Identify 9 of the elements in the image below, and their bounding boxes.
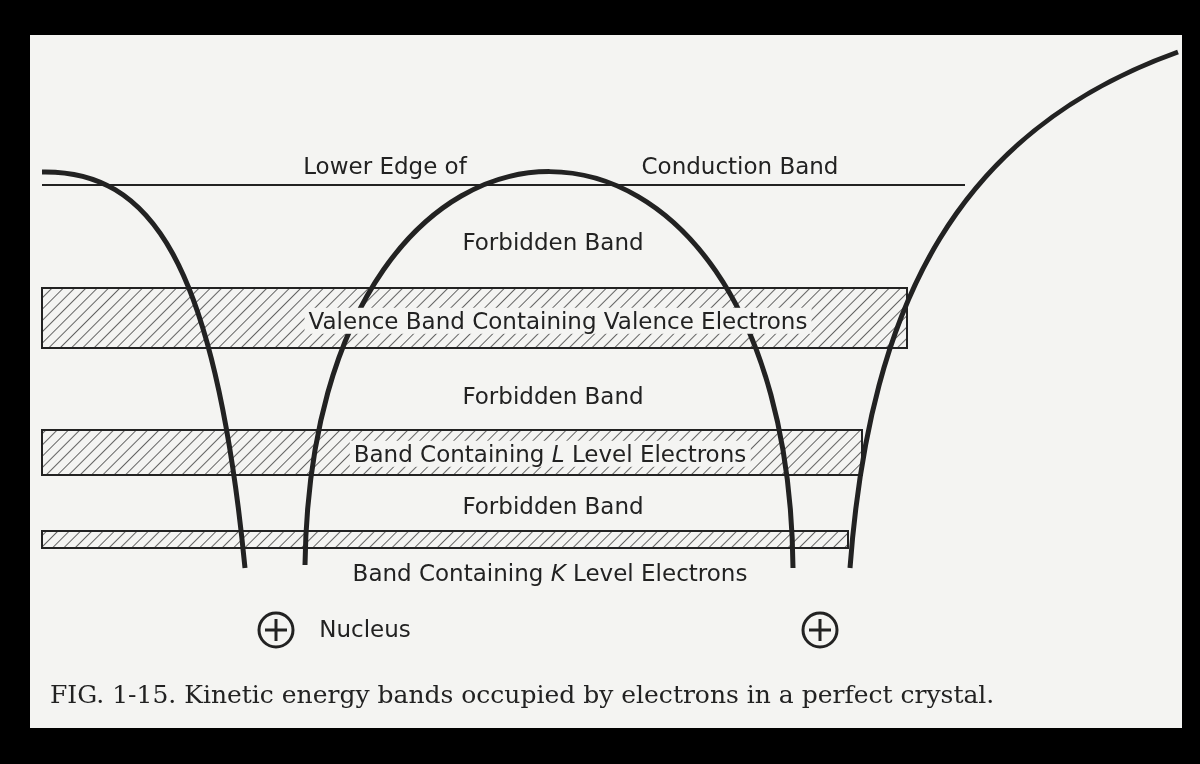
band-label: Valence Band Containing Valence Electrons — [304, 307, 812, 335]
band-label: Band Containing L Level Electrons — [349, 440, 751, 468]
band-label: Forbidden Band — [462, 228, 644, 256]
band-label: Forbidden Band — [462, 382, 644, 410]
energy-level-label: Conduction Band — [641, 152, 839, 180]
band-label: Forbidden Band — [462, 492, 644, 520]
nucleus-label: Nucleus — [319, 615, 411, 643]
energy-level-label: Lower Edge of — [303, 152, 467, 180]
figure-caption: FIG. 1-15. Kinetic energy bands occupied by electrons in a perfect crystal. — [50, 680, 995, 709]
